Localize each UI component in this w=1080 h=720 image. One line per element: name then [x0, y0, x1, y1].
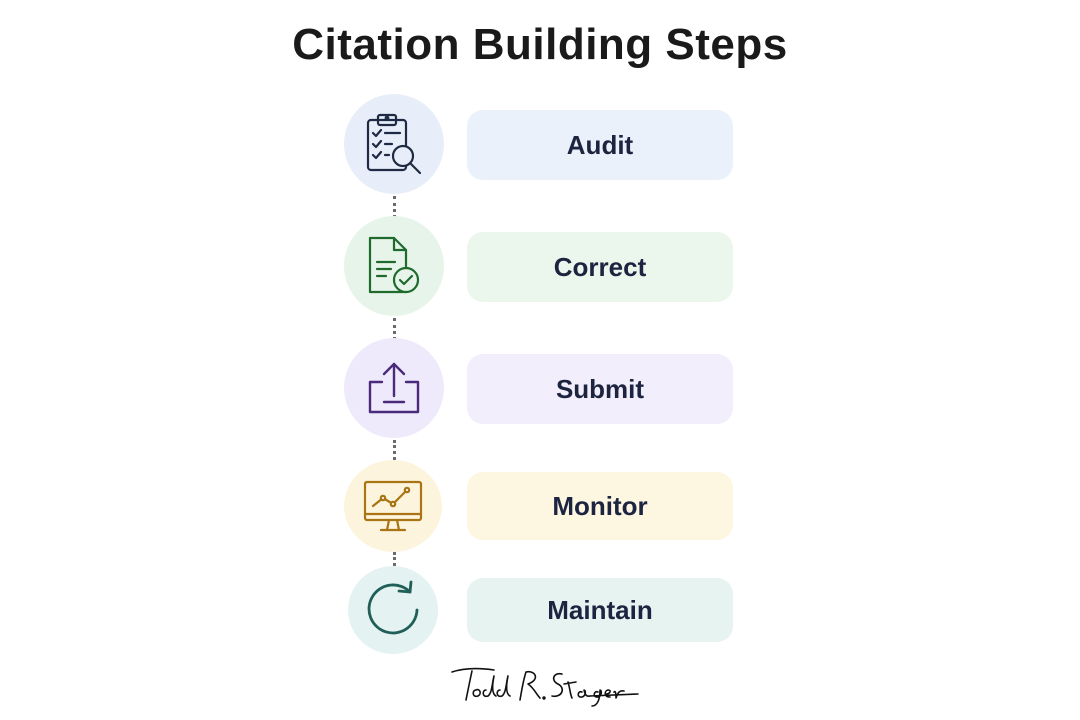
- connector-1: [393, 196, 396, 218]
- step-audit-circle: [344, 94, 444, 194]
- refresh-cycle-icon: [367, 580, 419, 635]
- step-monitor-circle: [344, 460, 442, 552]
- signature-logo: [451, 667, 639, 707]
- connector-4: [393, 552, 396, 566]
- step-correct-circle: [344, 216, 444, 316]
- connector-2: [393, 318, 396, 340]
- clipboard-search-icon: [366, 113, 422, 175]
- step-maintain-label: Maintain: [467, 578, 733, 642]
- step-submit-circle: [344, 338, 444, 438]
- upload-tray-icon: [368, 362, 420, 414]
- page-title: Citation Building Steps: [292, 20, 788, 69]
- step-submit-label: Submit: [467, 354, 733, 424]
- step-maintain-circle: [348, 566, 438, 654]
- connector-3: [393, 440, 396, 460]
- step-monitor-label: Monitor: [467, 472, 733, 540]
- document-check-icon: [368, 236, 420, 294]
- step-correct-label: Correct: [467, 232, 733, 302]
- monitor-chart-icon: [363, 480, 423, 532]
- step-audit-label: Audit: [467, 110, 733, 180]
